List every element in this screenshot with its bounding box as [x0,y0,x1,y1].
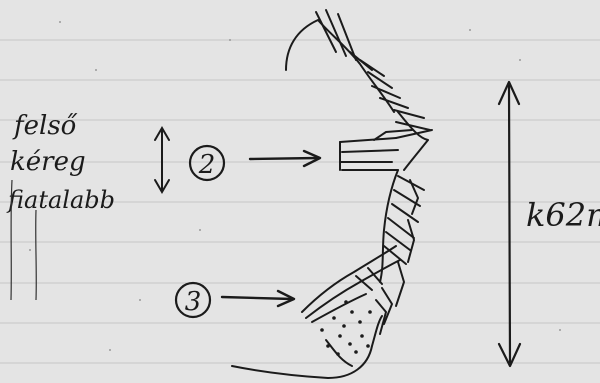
label-line-fiatalabb: fiatalabb [6,186,115,214]
label-line-felso: felső [12,111,78,141]
label-line-kereg: kéreg [10,147,86,177]
marker-2-number: 2 [198,150,216,180]
marker-3-number: 3 [185,287,202,317]
height-label: k62m [526,196,600,234]
